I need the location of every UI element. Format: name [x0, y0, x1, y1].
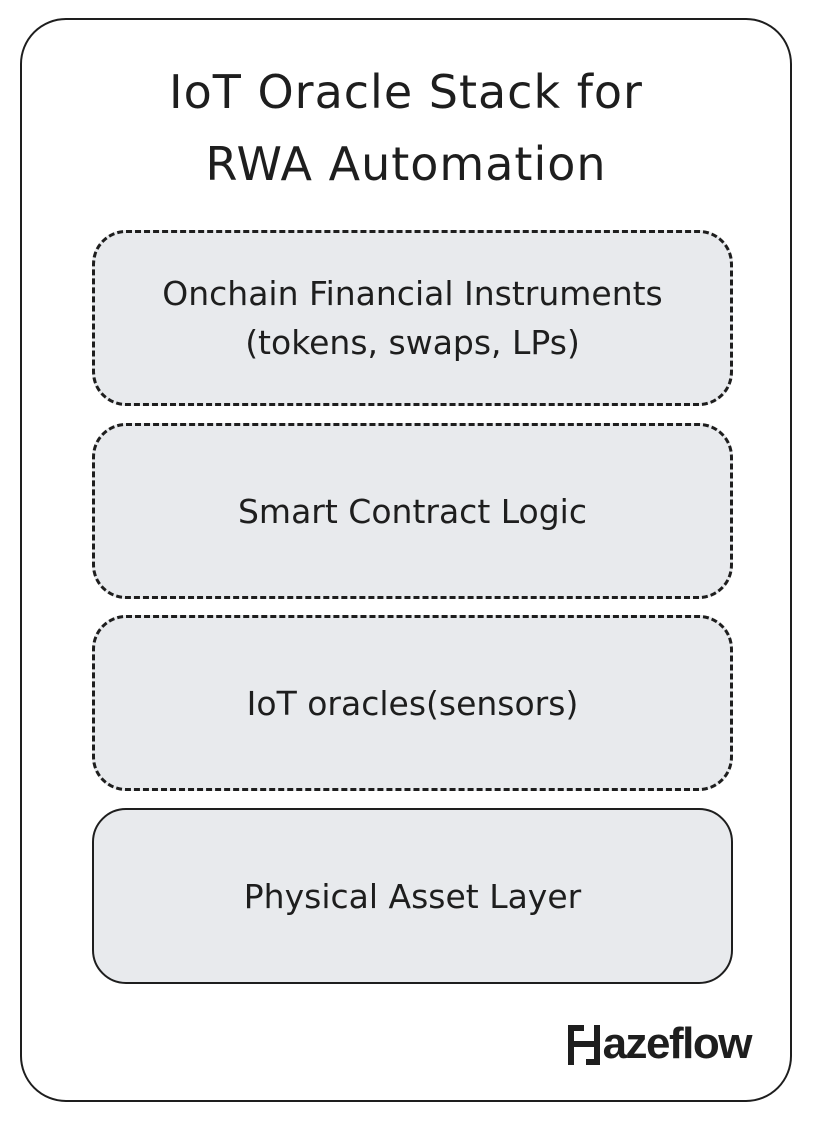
layer-physical-asset: Physical Asset Layer — [92, 808, 733, 984]
layer-3-label: IoT oracles(sensors) — [246, 683, 579, 723]
hazeflow-logo: azeflow — [567, 1018, 753, 1070]
layer-smart-contract-logic: Smart Contract Logic — [92, 423, 733, 599]
layer-1-line-1: Onchain Financial Instruments — [162, 274, 663, 313]
title-line-2: RWA Automation — [205, 137, 607, 191]
layer-iot-oracles: IoT oracles(sensors) — [92, 615, 733, 791]
layer-4-label: Physical Asset Layer — [243, 876, 582, 916]
hazeflow-logo-mark-icon — [567, 1025, 600, 1065]
hazeflow-logo-text: azeflow — [602, 1019, 753, 1068]
title-line-1: IoT Oracle Stack for — [169, 65, 643, 119]
layer-2-label: Smart Contract Logic — [237, 491, 587, 531]
diagram-title: IoT Oracle Stack for RWA Automation — [20, 56, 792, 200]
layer-1-line-2: (tokens, swaps, LPs) — [245, 323, 580, 362]
layer-onchain-financial-instruments: Onchain Financial Instruments (tokens, s… — [92, 230, 733, 406]
